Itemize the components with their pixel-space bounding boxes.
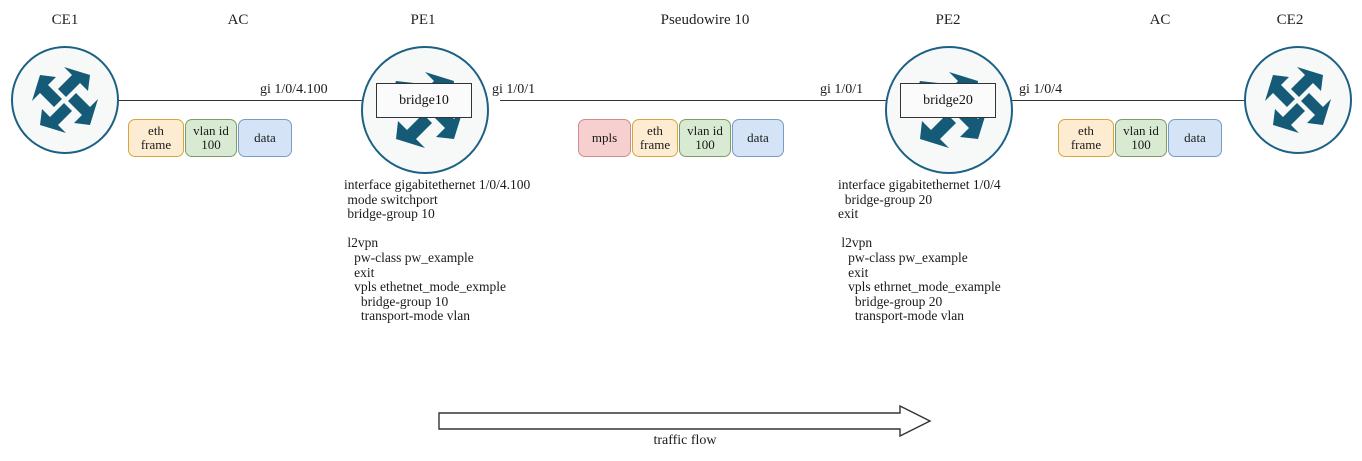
bridge-box-pe1: bridge10 (376, 83, 472, 118)
packet-eth-frame: eth frame (128, 119, 184, 157)
section-label-pe1: PE1 (410, 12, 436, 28)
packet-vlan-id: vlan id 100 (679, 119, 731, 157)
packet-mpls: mpls (578, 119, 631, 157)
packet-row-pseudowire: mpls eth frame vlan id 100 data (578, 119, 784, 157)
traffic-flow-label: traffic flow (653, 433, 717, 448)
section-label-ac-right: AC (1149, 12, 1171, 28)
packet-eth-frame: eth frame (1058, 119, 1114, 157)
packet-vlan-id: vlan id 100 (1115, 119, 1167, 157)
packet-eth-frame: eth frame (632, 119, 678, 157)
section-label-ce1: CE1 (51, 12, 79, 28)
packet-data: data (732, 119, 784, 157)
link-ce1-pe1 (108, 100, 370, 101)
bridge-box-pe2: bridge20 (900, 83, 996, 118)
packet-data: data (238, 119, 292, 157)
iface-label-pe2-out: gi 1/0/4 (1019, 82, 1063, 97)
link-pe1-pe2 (500, 100, 900, 101)
router-icon-ce2 (1244, 46, 1352, 154)
traffic-flow-arrow-icon (438, 404, 932, 438)
packet-vlan-id: vlan id 100 (185, 119, 237, 157)
iface-label-ce1-pe1: gi 1/0/4.100 (260, 82, 328, 97)
config-block-pe2: interface gigabitethernet 1/0/4 bridge-g… (838, 177, 1001, 324)
router-icon-ce1 (11, 46, 119, 154)
traffic-flow-indicator: traffic flow (438, 404, 932, 455)
iface-label-pe2-in: gi 1/0/1 (820, 82, 864, 97)
packet-row-ac-left: eth frame vlan id 100 data (128, 119, 292, 157)
section-label-pe2: PE2 (935, 12, 961, 28)
packet-row-ac-right: eth frame vlan id 100 data (1058, 119, 1222, 157)
iface-label-pe1-out: gi 1/0/1 (492, 82, 536, 97)
config-block-pe1: interface gigabitethernet 1/0/4.100 mode… (344, 177, 531, 324)
section-label-ce2: CE2 (1276, 12, 1304, 28)
packet-data: data (1168, 119, 1222, 157)
node-ce1[interactable] (10, 45, 120, 155)
link-pe2-ce2 (995, 100, 1260, 101)
node-ce2[interactable] (1243, 45, 1353, 155)
section-label-pseudowire: Pseudowire 10 (660, 12, 750, 28)
section-label-ac-left: AC (227, 12, 249, 28)
